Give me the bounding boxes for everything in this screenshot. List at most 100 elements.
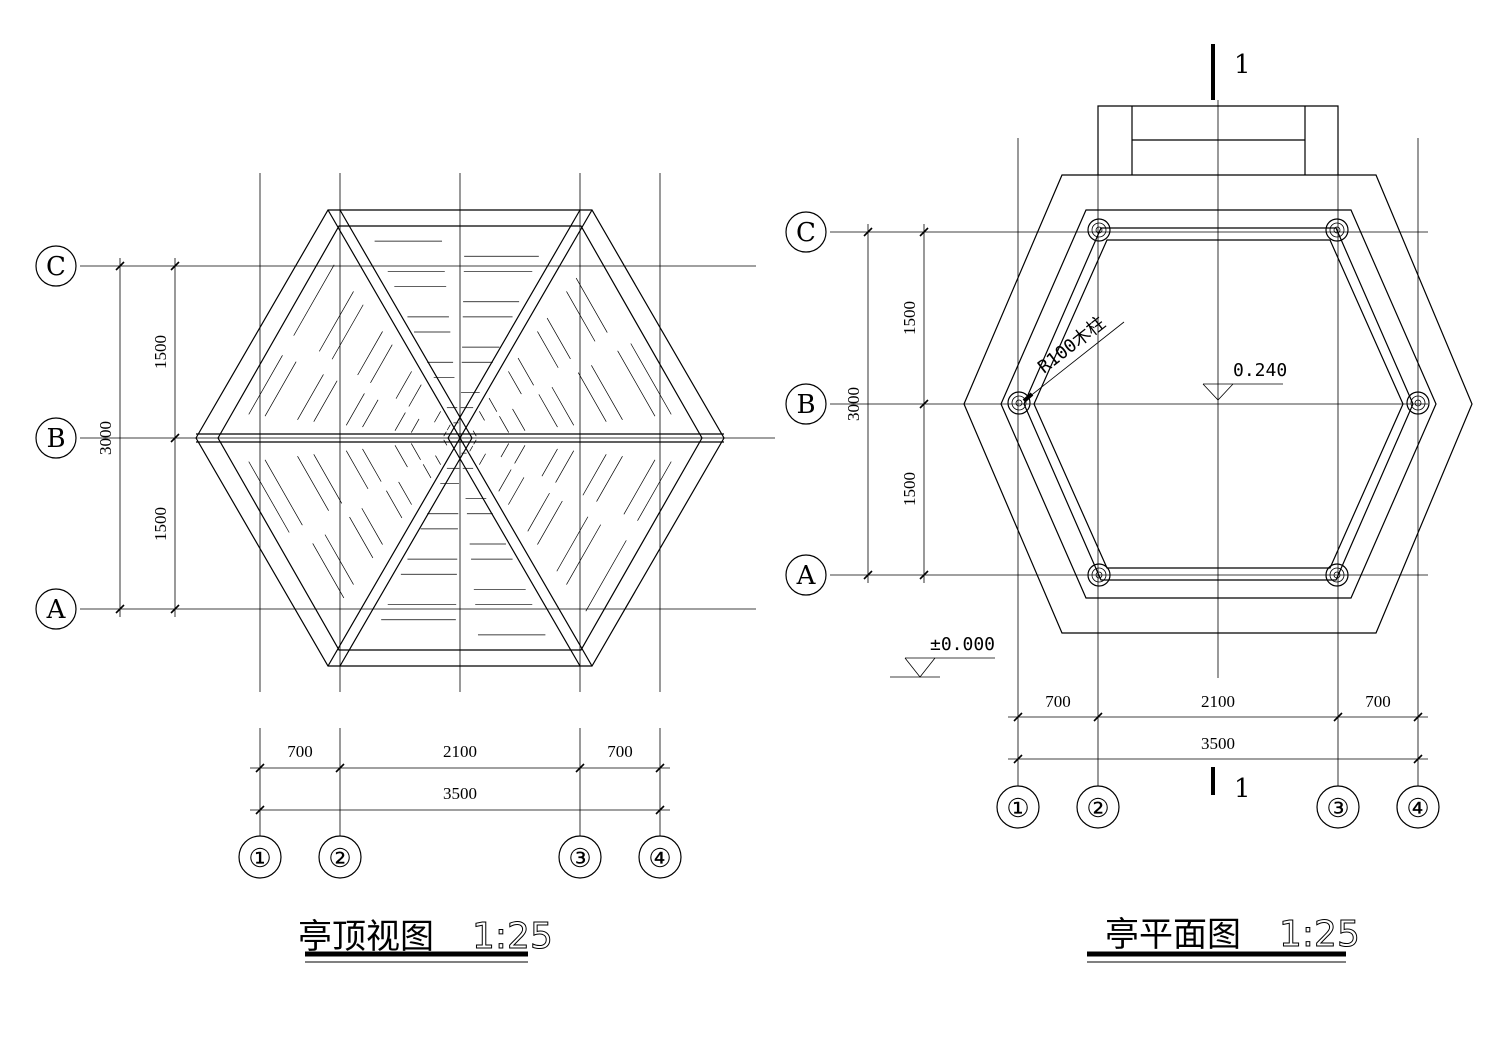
roof-plank-line xyxy=(555,450,575,483)
plan-level-floor: 0.240 xyxy=(1202,360,1287,401)
roof-axis-2: ② xyxy=(328,844,351,874)
roof-plank-line xyxy=(517,357,534,386)
roof-plank-line xyxy=(479,453,486,465)
plan-dim-3000: 3000 xyxy=(844,387,863,421)
roof-plank-line xyxy=(469,445,474,452)
plan-axis-1: ① xyxy=(1006,794,1029,824)
roof-plank-line xyxy=(479,411,485,421)
plan-row-bubbles: C B A xyxy=(785,211,827,596)
roof-title: 亭顶视图 xyxy=(298,917,434,957)
column-b1 xyxy=(1007,391,1031,415)
roof-axis-A: A xyxy=(46,595,67,625)
roof-plank-line xyxy=(630,343,672,415)
roof-plank-line xyxy=(617,350,656,417)
roof-plank-line xyxy=(473,439,477,445)
roof-plank-line xyxy=(408,384,422,407)
plan-dim-700-right: 700 xyxy=(1365,692,1391,711)
roof-hexagon xyxy=(195,209,725,667)
roof-plank-line xyxy=(546,317,571,360)
roof-plank-line xyxy=(394,412,406,431)
roof-plank-line xyxy=(370,344,393,384)
roof-view: 1500 1500 3000 C B A 700 xyxy=(35,173,775,963)
roof-plank-line xyxy=(577,372,607,422)
roof-plank-line xyxy=(345,393,365,426)
plan-dim-vertical: 1500 1500 3000 xyxy=(844,224,929,583)
roof-dim-1500-top: 1500 xyxy=(151,335,170,369)
roof-dim-1500-bottom: 1500 xyxy=(151,507,170,541)
roof-plank-line xyxy=(318,291,354,352)
roof-plank-line xyxy=(357,331,383,376)
roof-plank-line xyxy=(345,450,369,490)
roof-dim-700-right: 700 xyxy=(607,742,633,761)
roof-plank-line xyxy=(488,397,498,412)
roof-plank-line xyxy=(566,291,596,342)
column-b4 xyxy=(1406,391,1430,415)
roof-plank-line xyxy=(537,500,563,545)
roof-axis-3: ③ xyxy=(568,844,591,874)
roof-plank-line xyxy=(313,454,343,504)
roof-plank-line xyxy=(514,445,526,464)
roof-plank-line xyxy=(637,461,672,521)
plan-dim-1500-top: 1500 xyxy=(900,301,919,335)
plan-title-block: 亭平面图 1:25 xyxy=(1087,914,1360,963)
roof-plank-line xyxy=(435,455,441,465)
plan-axis-2: ② xyxy=(1086,794,1109,824)
roof-plank-line xyxy=(556,516,589,572)
roof-plank-line xyxy=(596,455,623,502)
roof-axis-1: ① xyxy=(248,844,271,874)
roof-plank-line xyxy=(508,371,522,395)
roof-plank-line xyxy=(443,431,447,437)
roof-plank-line xyxy=(499,416,510,433)
roof-plank-line xyxy=(248,461,290,533)
plan-axis-3: ③ xyxy=(1326,794,1349,824)
plan-dim-2100: 2100 xyxy=(1201,692,1235,711)
roof-plank-line xyxy=(582,454,607,496)
plan-axis-4: ④ xyxy=(1406,794,1429,824)
roof-axis-C: C xyxy=(46,252,66,282)
roof-plank-line xyxy=(472,430,477,437)
roof-plank-line xyxy=(422,464,432,479)
roof-plank-line xyxy=(410,443,421,460)
roof-plank-line xyxy=(498,469,512,492)
roof-plank-line xyxy=(313,380,338,422)
roof-axis-4: ④ xyxy=(648,844,671,874)
roof-plank-line xyxy=(297,455,329,511)
plan-level-ground: ±0.000 xyxy=(890,634,995,678)
roof-plank-line xyxy=(361,508,383,545)
roof-plank-line xyxy=(362,448,382,482)
roof-plank-line xyxy=(575,277,608,333)
plan-view: R100木柱 0.240 ±0.000 1 1 xyxy=(785,44,1473,963)
roof-plank-line xyxy=(324,534,354,585)
roof-dim-horizontal: 700 2100 700 3500 xyxy=(250,728,670,836)
roof-dim-3000: 3000 xyxy=(96,421,115,455)
roof-axis-B: B xyxy=(46,424,65,454)
plan-dim-1500-bottom: 1500 xyxy=(900,472,919,506)
roof-plank-line xyxy=(541,448,558,477)
roof-plank-line xyxy=(591,365,623,421)
roof-row-bubbles: C B A xyxy=(35,245,77,630)
roof-plank-line xyxy=(508,477,525,505)
roof-plank-line xyxy=(264,361,297,417)
roof-dim-vertical: 1500 1500 3000 xyxy=(96,258,180,617)
roof-plank-line xyxy=(394,445,408,468)
roof-plank-line xyxy=(386,490,403,519)
roof-plank-line xyxy=(410,418,420,433)
plan-scale: 1:25 xyxy=(1279,914,1360,955)
plan-title: 亭平面图 xyxy=(1105,915,1241,955)
level-ground-value: ±0.000 xyxy=(930,634,995,655)
roof-plank-line xyxy=(623,459,656,515)
roof-grid-lines xyxy=(80,173,775,692)
plan-axis-C: C xyxy=(796,218,816,248)
roof-plank-line xyxy=(446,424,451,431)
section-markers: 1 1 xyxy=(1211,44,1251,804)
section-mark-top: 1 xyxy=(1234,50,1251,80)
roof-plank-line xyxy=(398,481,412,505)
roof-dim-700-left: 700 xyxy=(287,742,313,761)
roof-plank-line xyxy=(312,543,345,599)
level-floor-value: 0.240 xyxy=(1233,360,1287,381)
roof-plank-line xyxy=(527,492,550,532)
column-c2 xyxy=(1087,218,1111,242)
roof-plank-line xyxy=(297,374,324,421)
column-a3 xyxy=(1325,563,1349,587)
